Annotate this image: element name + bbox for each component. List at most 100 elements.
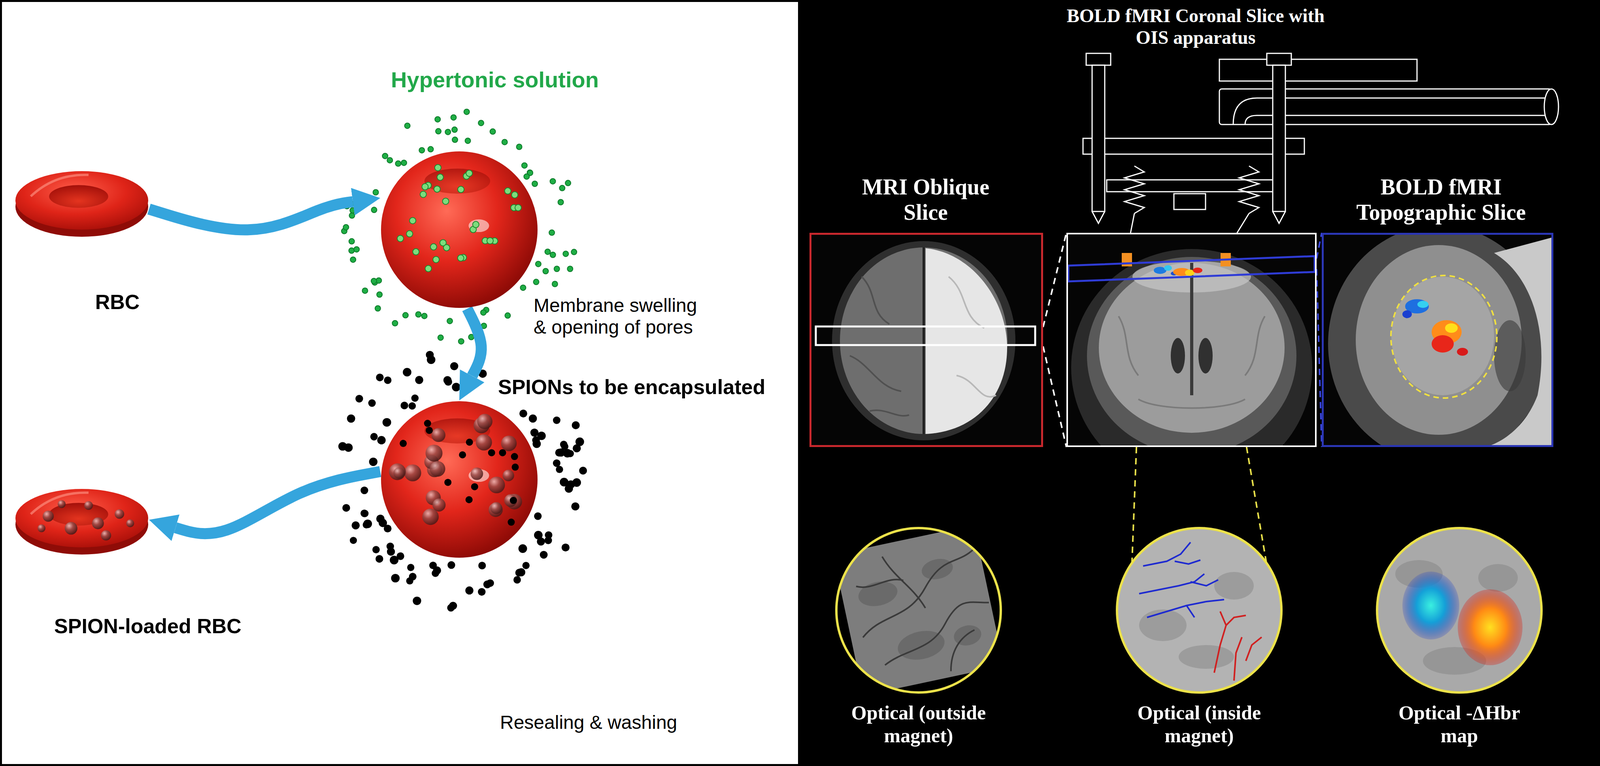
particle-scatter bbox=[535, 261, 542, 267]
particle-scatter bbox=[342, 503, 351, 512]
cell-drawing bbox=[30, 174, 89, 197]
optical-image bbox=[1186, 605, 1195, 618]
cell-drawing bbox=[425, 426, 433, 434]
cell-drawing bbox=[486, 237, 494, 244]
cell-drawing bbox=[114, 509, 125, 519]
optical-image bbox=[1245, 637, 1262, 661]
ois-apparatus bbox=[1256, 97, 1552, 99]
particle-scatter bbox=[478, 120, 484, 126]
particle-scatter bbox=[412, 596, 421, 605]
coronal-mri-image bbox=[1071, 249, 1313, 446]
particle-scatter bbox=[571, 502, 580, 511]
particle-scatter bbox=[375, 305, 381, 312]
cell-drawing bbox=[475, 434, 493, 451]
particle-scatter bbox=[362, 287, 368, 294]
spion-loaded-cell: SPION-loaded RBC bbox=[14, 484, 150, 556]
optical-image bbox=[1116, 528, 1282, 693]
particle-scatter bbox=[390, 573, 400, 583]
topographic-slice-box: BOLD fMRI Topographic Slice bbox=[1321, 232, 1554, 448]
cell-drawing bbox=[409, 217, 416, 224]
particle-scatter bbox=[369, 457, 378, 467]
optical-image bbox=[1115, 526, 1284, 695]
cell-drawing bbox=[507, 518, 515, 526]
oblique-mri-image bbox=[869, 410, 910, 416]
particle-scatter bbox=[404, 122, 411, 129]
cell-drawing bbox=[432, 256, 440, 263]
particle-scatter bbox=[537, 431, 546, 440]
particle-scatter bbox=[490, 128, 496, 135]
particle-scatter bbox=[530, 428, 539, 437]
particle-scatter bbox=[360, 486, 368, 495]
particle-scatter bbox=[428, 146, 434, 153]
particle-scatter bbox=[478, 561, 486, 570]
cell-drawing bbox=[433, 185, 441, 193]
particle-scatter bbox=[421, 313, 428, 319]
particle-scatter bbox=[571, 421, 580, 430]
cell-drawing bbox=[465, 496, 473, 504]
coronal-mri-image bbox=[1198, 337, 1213, 374]
cell-drawing bbox=[380, 150, 539, 309]
topographic-mri-image bbox=[1417, 300, 1429, 308]
panel-heading: BOLD fMRI Topographic Slice bbox=[1342, 174, 1540, 226]
particle-scatter bbox=[561, 543, 570, 552]
particle-scatter bbox=[451, 126, 458, 133]
particle-scatter bbox=[560, 440, 568, 449]
particle-scatter bbox=[353, 246, 360, 253]
particle-scatter bbox=[409, 572, 417, 581]
particle-scatter bbox=[522, 562, 530, 570]
optical-image bbox=[1220, 611, 1227, 626]
cell-drawing bbox=[429, 460, 446, 477]
coronal-mri-image bbox=[1067, 234, 1316, 446]
ois-apparatus bbox=[1092, 211, 1105, 224]
oblique-mri-image bbox=[948, 276, 997, 397]
cell-drawing bbox=[488, 476, 505, 494]
particle-scatter bbox=[464, 109, 470, 115]
optical-image bbox=[1402, 571, 1460, 640]
optical-image bbox=[856, 578, 900, 610]
particle-scatter bbox=[516, 568, 526, 577]
particle-scatter bbox=[552, 416, 561, 425]
topographic-mri-image bbox=[1390, 275, 1497, 399]
cell-drawing bbox=[15, 488, 149, 548]
particle-scatter bbox=[371, 207, 377, 213]
particle-scatter bbox=[550, 252, 556, 258]
cell-drawing bbox=[126, 519, 134, 528]
cell-drawing bbox=[14, 484, 150, 556]
ois-apparatus bbox=[1239, 166, 1259, 214]
particle-scatter bbox=[559, 185, 565, 191]
optical-image bbox=[1233, 637, 1242, 681]
topographic-mri-image bbox=[1445, 323, 1458, 333]
cell-drawing bbox=[424, 168, 491, 194]
particle-scatter bbox=[571, 249, 577, 255]
particle-scatter bbox=[368, 399, 376, 407]
oblique-mri-image bbox=[948, 276, 985, 329]
coronal-mri-image bbox=[1192, 267, 1203, 274]
cell-drawing bbox=[431, 428, 446, 442]
ois-apparatus bbox=[1086, 53, 1111, 66]
particle-scatter bbox=[415, 375, 424, 385]
cell-drawing bbox=[397, 235, 404, 242]
particle-scatter bbox=[567, 266, 573, 272]
process-arrow bbox=[467, 308, 482, 376]
particle-scatter bbox=[565, 180, 571, 186]
optical-image-circle: Optical (outside magnet) bbox=[834, 526, 1003, 695]
particle-scatter bbox=[575, 437, 585, 447]
optical-image bbox=[1214, 571, 1254, 600]
particle-scatter bbox=[435, 128, 442, 134]
solution-label: Hypertonic solution bbox=[356, 67, 634, 93]
optical-image bbox=[1375, 526, 1544, 695]
particle-scatter bbox=[411, 394, 419, 402]
cell-drawing bbox=[57, 500, 66, 508]
particle-scatter bbox=[458, 338, 465, 345]
swollen-cell: Hypertonic solution bbox=[380, 150, 539, 309]
topographic-mri-image bbox=[1456, 347, 1468, 356]
optical-image bbox=[1478, 564, 1518, 592]
oblique-mri-image bbox=[849, 355, 902, 392]
topographic-mri-image bbox=[1431, 335, 1454, 353]
particle-scatter bbox=[552, 281, 558, 287]
cell-drawing bbox=[509, 496, 517, 504]
particle-scatter bbox=[400, 401, 408, 410]
particle-scatter bbox=[543, 268, 549, 274]
cell-drawing bbox=[412, 248, 419, 255]
